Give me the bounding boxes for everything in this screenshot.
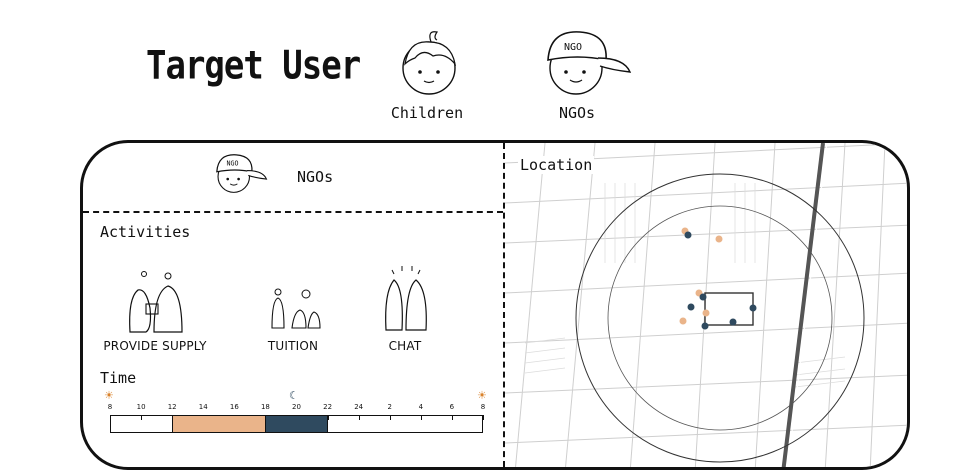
panel-ngo-label: NGOs — [297, 168, 334, 186]
panel-ngo-avatar: NGO — [205, 150, 271, 200]
activity-chat-label: CHAT — [388, 339, 422, 353]
time-tick-label: 16 — [229, 403, 239, 411]
time-tick-label: 22 — [323, 403, 333, 411]
time-tick-mark — [327, 415, 329, 420]
ngo-face-small-icon: NGO — [216, 154, 268, 193]
child-face-icon — [402, 31, 456, 95]
chat-icon — [385, 266, 427, 331]
page-title: Target User — [146, 43, 361, 89]
time-tick-label: 24 — [354, 403, 364, 411]
time-slot-free-night — [328, 416, 482, 432]
time-tick-label: 6 — [449, 403, 455, 411]
time-tick-mark — [451, 415, 453, 420]
ngo-avatar: NGO — [532, 24, 634, 104]
time-slot-free-morning — [111, 416, 173, 432]
ngo-cap-text: NGO — [564, 42, 582, 53]
location-title: Location — [518, 156, 595, 174]
time-tick-mark — [483, 415, 484, 420]
activity-tuition-label: TUITION — [267, 339, 319, 353]
vertical-divider — [503, 143, 505, 467]
time-tick-mark — [420, 415, 422, 420]
time-tick-mark — [358, 415, 360, 420]
ngo-label: NGOs — [558, 104, 596, 122]
map-svg — [504, 143, 907, 467]
time-slot-evening-activity — [266, 416, 328, 432]
activity-provide-supply-label: PROVIDE SUPPLY — [103, 339, 207, 353]
chat-figure — [382, 262, 432, 336]
time-slot-day-activity — [173, 416, 266, 432]
provide-supply-figure — [124, 268, 188, 338]
moon-star-icon: ☾ — [289, 389, 299, 402]
time-tick-mark — [389, 415, 391, 420]
time-tick-label: 4 — [418, 403, 424, 411]
horizontal-divider — [83, 211, 503, 213]
panel-ngo-cap-text: NGO — [227, 160, 239, 168]
time-tick-label: 8 — [480, 403, 486, 411]
time-tick-label: 18 — [260, 403, 270, 411]
activities-title: Activities — [100, 223, 191, 241]
location-map — [504, 143, 907, 467]
tuition-icon — [271, 288, 321, 329]
time-tick-label: 20 — [292, 403, 301, 411]
sunrise-icon: ☀ — [104, 389, 114, 402]
children-avatar — [393, 26, 465, 106]
time-tick-label: 12 — [167, 403, 177, 411]
details-frame — [80, 140, 910, 470]
ngo-face-icon: NGO — [547, 31, 632, 95]
time-tick-label: 14 — [198, 403, 208, 411]
time-bar — [110, 415, 483, 433]
sunrise-end-icon: ☀ — [477, 389, 487, 402]
time-tick-label: 8 — [107, 403, 113, 411]
provide-supply-icon — [129, 271, 183, 333]
children-label: Children — [390, 104, 464, 122]
time-title: Time — [100, 369, 137, 387]
time-tick-label: 10 — [136, 403, 146, 411]
tuition-figure — [268, 286, 324, 334]
time-tick-label: 2 — [387, 403, 392, 411]
time-tick-mark — [141, 415, 143, 420]
